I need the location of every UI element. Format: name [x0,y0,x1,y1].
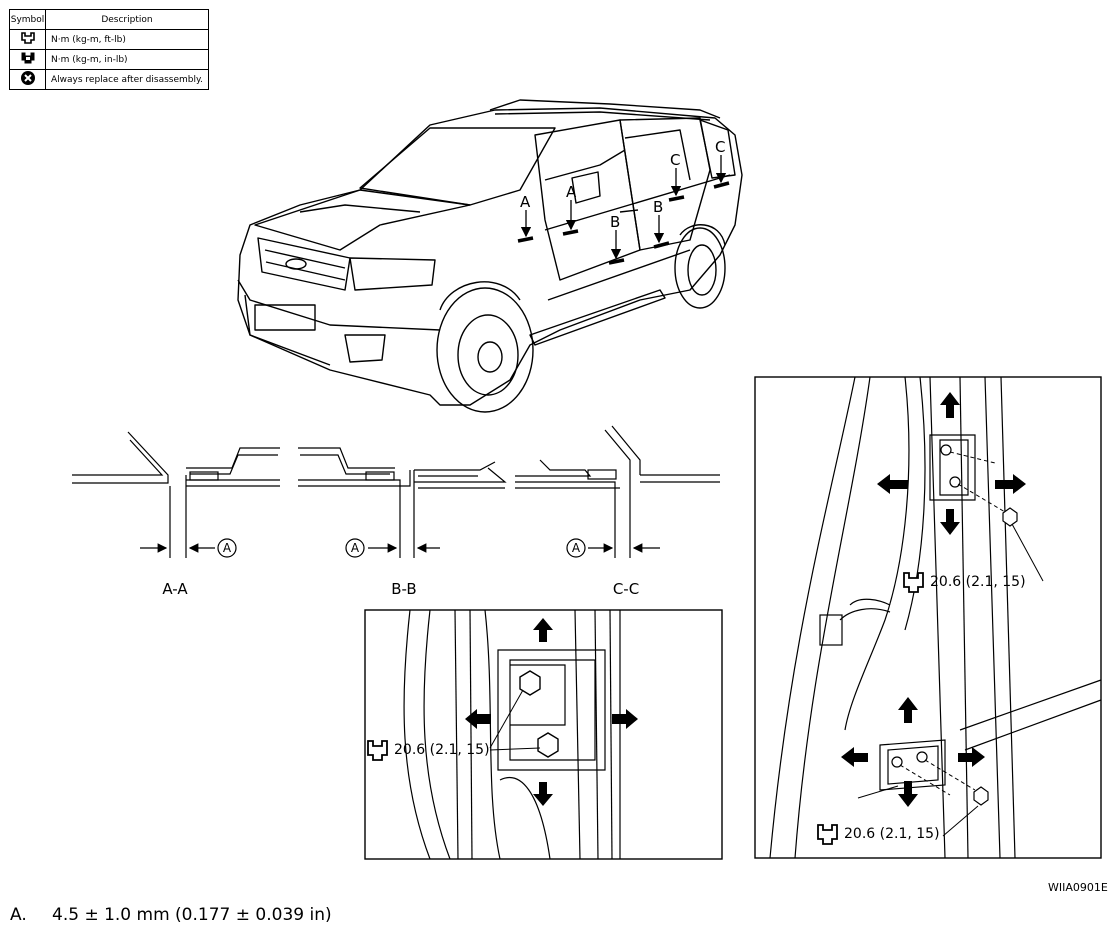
torque-spec-label: 20.6 (2.1, 15) [930,574,1026,590]
dimension-label: A [572,541,581,555]
dimension-label: A [351,541,360,555]
legend-row: Always replace after disassembly. [9,69,209,90]
section-title: A-A [162,580,188,598]
vehicle-callout: A [520,193,531,211]
rear-hinge-detail [754,376,1102,859]
torque-wrench-icon [903,572,924,593]
section-title: C-C [613,580,639,598]
legend-row: N·m (kg-m, ft-lb) [9,29,209,50]
vehicle-callout: C [715,138,725,156]
section-title: B-B [391,580,416,598]
vehicle-callout: C [670,151,680,169]
footnote-text: 4.5 ± 1.0 mm (0.177 ± 0.039 in) [52,905,332,925]
vehicle-illustration [237,99,743,413]
vehicle-callout: B [653,198,663,216]
torque-wrench-icon [367,740,388,761]
section-b-b-profile [298,447,507,558]
always-replace-icon [9,69,46,90]
torque-spec-label: 20.6 (2.1, 15) [844,826,940,842]
adjust-arrows [465,618,638,806]
dimension-label: A [223,541,232,555]
vehicle-callout: A [566,183,577,201]
footnote-key: A. [10,905,27,925]
hinge-bolt [519,670,559,758]
section-a-a-profile [72,431,280,558]
legend-row-text: Always replace after disassembly. [45,69,209,90]
legend-row: N·m (kg-m, in-lb) [9,49,209,70]
front-hinge-detail [364,609,723,860]
dimension-arrows [140,538,660,558]
callout-arrows [520,155,727,260]
torque-spec-label: 20.6 (2.1, 15) [394,742,490,758]
symbol-legend-table: Symbol Description N·m (kg-m, ft-lb) N·m… [9,9,209,90]
figure-code: WIIA0901E [1048,881,1108,894]
torque-wrench-icon [817,824,838,845]
section-c-c-profile [515,425,720,558]
torque-wrench-ft-lb-icon [9,29,46,50]
dimension-footnote: A. 4.5 ± 1.0 mm (0.177 ± 0.039 in) [10,905,332,925]
adjust-arrows [841,392,1026,807]
section-marks [517,181,730,265]
vehicle-callout: B [610,213,620,231]
